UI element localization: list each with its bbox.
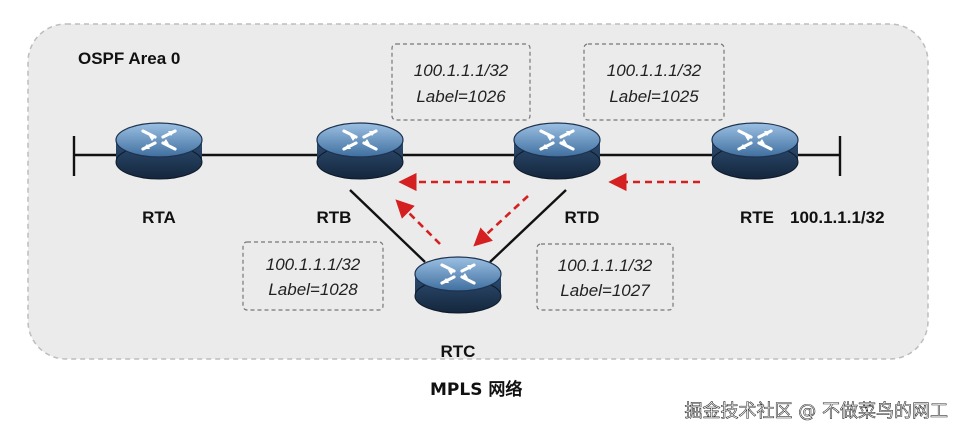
label-box-rtc-left-prefix: 100.1.1.1/32 bbox=[266, 255, 361, 274]
router-rtb-icon[interactable] bbox=[315, 121, 405, 181]
label-box-rtc-right-prefix: 100.1.1.1/32 bbox=[558, 256, 653, 275]
router-rtd-icon[interactable] bbox=[512, 121, 602, 181]
network-label: MPLS 网络 bbox=[430, 379, 522, 400]
label-box-rtb: 100.1.1.1/32 Label=1026 bbox=[391, 43, 531, 121]
link-rtb-rtc bbox=[349, 189, 426, 263]
label-box-rtd-label: Label=1025 bbox=[609, 87, 699, 106]
router-label-rte: RTE bbox=[740, 208, 774, 227]
router-rtc-icon[interactable] bbox=[413, 255, 503, 315]
router-label-rta: RTA bbox=[142, 208, 176, 227]
label-box-rtc-right: 100.1.1.1/32 Label=1027 bbox=[536, 243, 674, 311]
router-rte-icon[interactable] bbox=[710, 121, 800, 181]
watermark-text: 掘金技术社区 @ 不做菜鸟的网工 bbox=[685, 401, 948, 422]
area-label: OSPF Area 0 bbox=[78, 49, 180, 68]
label-box-rtc-left: 100.1.1.1/32 Label=1028 bbox=[242, 241, 384, 311]
router-label-rtb: RTB bbox=[317, 208, 352, 227]
arrow-rtc-to-rtb bbox=[395, 199, 441, 245]
rte-prefix-label: 100.1.1.1/32 bbox=[790, 208, 885, 227]
links bbox=[72, 136, 842, 263]
label-box-rtb-prefix: 100.1.1.1/32 bbox=[414, 61, 509, 80]
label-arrows bbox=[395, 172, 700, 247]
link-rtd-rtc bbox=[489, 189, 567, 263]
ospf-area-region bbox=[27, 23, 929, 360]
router-rta-icon[interactable] bbox=[114, 121, 204, 181]
label-box-rtd-prefix: 100.1.1.1/32 bbox=[607, 61, 702, 80]
label-box-rtb-label: Label=1026 bbox=[416, 87, 506, 106]
label-box-rtc-left-label: Label=1028 bbox=[268, 280, 358, 299]
label-box-rtd: 100.1.1.1/32 Label=1025 bbox=[583, 43, 725, 121]
router-label-rtd: RTD bbox=[565, 208, 600, 227]
router-label-rtc: RTC bbox=[441, 342, 476, 361]
label-box-rtc-right-label: Label=1027 bbox=[560, 281, 650, 300]
